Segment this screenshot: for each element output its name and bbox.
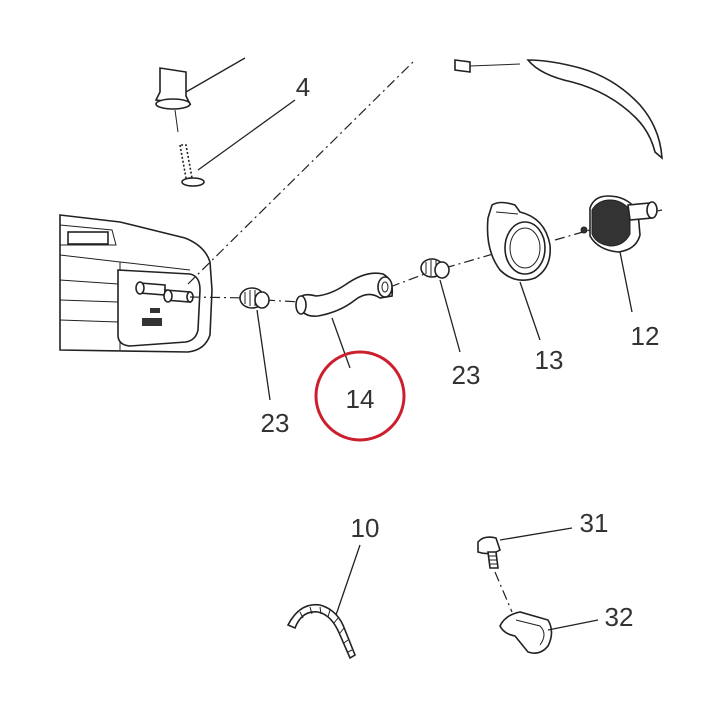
assembly-axis-line (187, 59, 416, 285)
upper-hose (454, 59, 663, 160)
callout-23-right: 23 (452, 360, 481, 390)
canister-label-mark (142, 318, 162, 326)
callout-13: 13 (535, 345, 564, 375)
valve-part-12: 12 (580, 195, 660, 351)
callout-32: 32 (605, 602, 634, 632)
clip-part-32: 32 (499, 602, 634, 654)
strap-part-10: 10 (286, 513, 380, 660)
callout-31: 31 (580, 508, 609, 538)
hose-clamp-part-23-right: 23 (420, 258, 481, 390)
grommet-part-13: 13 (486, 201, 564, 375)
highlight-circle (314, 350, 406, 442)
callout-10: 10 (351, 513, 380, 543)
canister-housing (59, 214, 213, 353)
callout-14: 14 (346, 384, 375, 414)
hose-part-14: 14 (295, 272, 406, 442)
screw-part-31: 31 (477, 508, 609, 613)
callout-12: 12 (631, 321, 660, 351)
push-rivet-part-4: 4 (154, 57, 310, 187)
canister-clip (67, 231, 109, 245)
callout-23-left: 23 (261, 408, 290, 438)
callout-4: 4 (296, 72, 310, 102)
hose-clamp-part-23-left: 23 (239, 287, 290, 438)
